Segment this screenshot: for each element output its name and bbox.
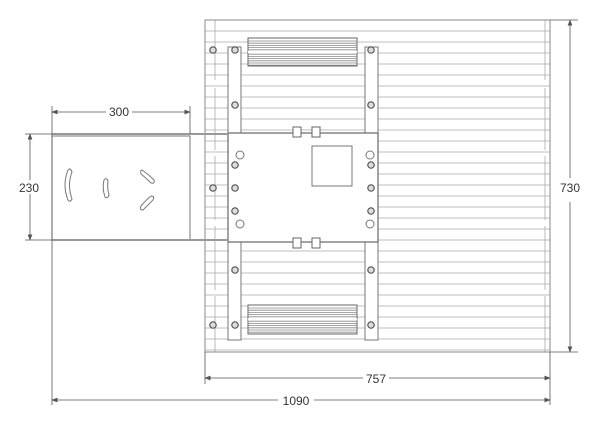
screw-icon <box>231 266 239 274</box>
screw-icon <box>231 184 239 192</box>
mounting-bracket <box>51 133 228 241</box>
heatsink-outline <box>204 19 551 353</box>
screw-icon <box>367 46 375 54</box>
led-driver <box>247 37 358 67</box>
dimension-1090: 1090 <box>283 394 310 408</box>
led-driver <box>247 304 358 335</box>
screw-icon <box>367 184 375 192</box>
dimension-300: 300 <box>109 105 129 119</box>
screw-icon <box>367 266 375 274</box>
screws <box>209 46 375 329</box>
screw-icon <box>367 161 375 169</box>
screw-icon <box>209 184 217 192</box>
screw-icon <box>231 101 239 109</box>
screw-icon <box>209 46 217 54</box>
screw-icon <box>231 207 239 215</box>
screw-icon <box>367 101 375 109</box>
dimension-730: 730 <box>560 181 580 195</box>
mounting-plate <box>227 126 379 249</box>
screw-icon <box>231 46 239 54</box>
screw-icon <box>231 161 239 169</box>
screw-icon <box>231 321 239 329</box>
dimension-230: 230 <box>19 181 39 195</box>
screw-icon <box>367 207 375 215</box>
dimension-757: 757 <box>366 372 386 386</box>
screw-icon <box>209 321 217 329</box>
screw-icon <box>367 321 375 329</box>
